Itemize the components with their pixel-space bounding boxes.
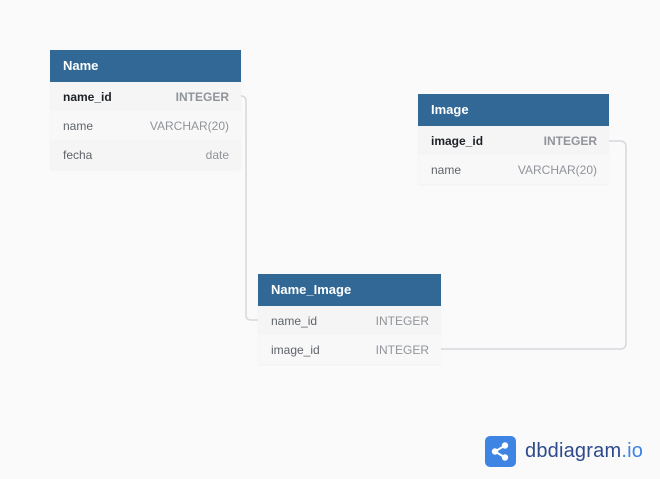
brand-tld: .io [621,439,644,462]
field-type: date [205,147,229,162]
table-header[interactable]: Image [418,94,609,126]
table-name-image[interactable]: Name_Image name_id INTEGER image_id INTE… [258,274,441,364]
field-name: image_id [431,133,484,148]
table-header[interactable]: Name_Image [258,274,441,306]
field-name: image_id [271,342,320,357]
field-type: INTEGER [175,89,229,104]
field-name: name_id [63,89,112,104]
field-name: name [431,162,462,177]
brand-wordmark: dbdiagram.io [525,440,643,463]
table-field-row[interactable]: image_id INTEGER [418,126,609,155]
field-name: fecha [63,147,93,162]
table-field-row[interactable]: image_id INTEGER [258,335,441,364]
table-field-row[interactable]: name VARCHAR(20) [50,111,241,140]
field-type: INTEGER [375,313,429,328]
table-field-row[interactable]: name_id INTEGER [50,82,241,111]
field-name: name [63,118,94,133]
table-field-row[interactable]: name_id INTEGER [258,306,441,335]
field-type: INTEGER [543,133,597,148]
field-name: name_id [271,313,318,328]
field-type: VARCHAR(20) [149,118,229,133]
table-field-row[interactable]: fecha date [50,140,241,169]
share-nodes-icon [485,435,516,467]
table-header[interactable]: Name [50,50,241,82]
table-field-row[interactable]: name VARCHAR(20) [418,155,609,184]
field-type: INTEGER [375,342,429,357]
brand-name: dbdiagram [525,439,622,462]
table-name[interactable]: Name name_id INTEGER name VARCHAR(20) fe… [50,50,241,169]
relation-name-to-name-image [240,95,258,321]
brand-logo[interactable]: dbdiagram.io [485,435,643,467]
table-image[interactable]: Image image_id INTEGER name VARCHAR(20) [418,94,609,184]
field-type: VARCHAR(20) [517,162,597,177]
